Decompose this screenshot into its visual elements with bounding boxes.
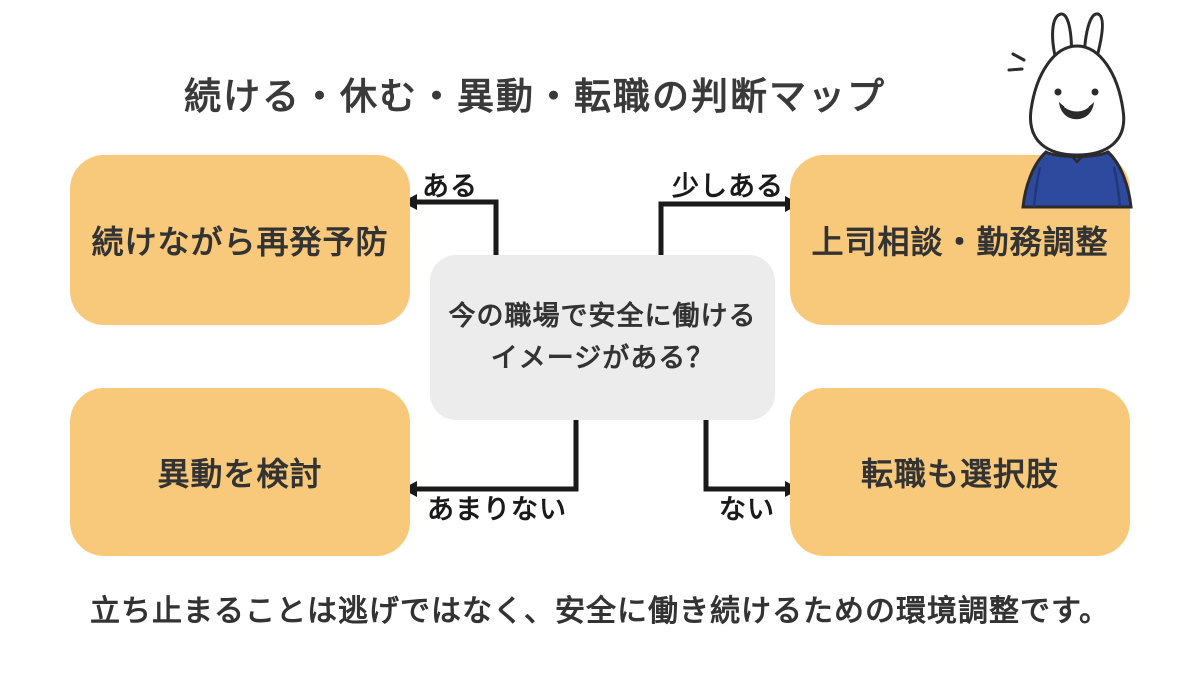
central-question-line1: 今の職場で安全に働ける bbox=[448, 300, 757, 331]
answer-label-bottom-left: あまりない bbox=[427, 494, 567, 525]
rabbit-mascot-illustration bbox=[1007, 12, 1133, 209]
rabbit-sleeve-right bbox=[1112, 166, 1122, 208]
rabbit-head bbox=[1029, 44, 1126, 157]
answer-label-top-right: 少しある bbox=[672, 171, 784, 202]
rabbit-eye-left bbox=[1054, 88, 1062, 96]
central-question-line2: イメージがある？ bbox=[490, 342, 715, 373]
node-consider-transfer: 異動を検討 bbox=[70, 388, 410, 556]
arrow-top-right bbox=[658, 196, 800, 257]
node-continue-prevention: 続けながら再発予防 bbox=[70, 155, 410, 325]
answer-label-top-left: ある bbox=[422, 171, 478, 202]
arrow-top-left bbox=[402, 194, 499, 257]
rabbit-teeth bbox=[1064, 103, 1089, 112]
node-job-change-option: 転職も選択肢 bbox=[790, 388, 1130, 556]
rabbit-eye-right bbox=[1091, 88, 1099, 96]
arrow-bottom-right bbox=[703, 418, 800, 497]
answer-label-bottom-right: ない bbox=[719, 494, 775, 525]
page-title: 続ける・休む・異動・転職の判断マップ bbox=[184, 76, 886, 117]
footer-message: 立ち止まることは逃げではなく、安全に働き続けるための環境調整です。 bbox=[90, 595, 1110, 628]
rabbit-collar bbox=[1069, 153, 1085, 164]
central-question-box: 今の職場で安全に働ける イメージがある？ bbox=[430, 255, 775, 420]
rabbit-sleeve-left bbox=[1032, 166, 1042, 208]
sparkle-icon bbox=[1007, 52, 1026, 72]
rabbit-shirt bbox=[1021, 150, 1133, 209]
arrow-bottom-left bbox=[402, 418, 579, 497]
